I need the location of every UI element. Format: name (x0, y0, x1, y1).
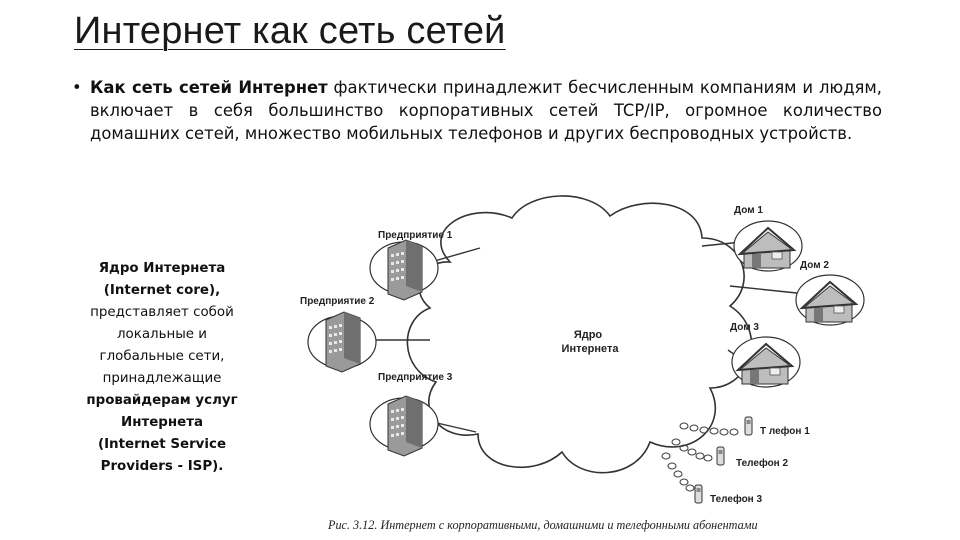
note-line: локальные и (116, 327, 208, 342)
signal-phone-2 (671, 438, 713, 462)
note-line: глобальные сети, (99, 349, 225, 364)
bullet-text: фактически принадлежит бесчисленным комп… (90, 78, 882, 143)
slide-title: Интернет как сеть сетей (74, 10, 506, 52)
home-2-label: Дом 2 (800, 260, 829, 271)
enterprise-1-node (369, 239, 439, 301)
enterprise-2-node (307, 311, 377, 373)
phone-2-label: Телефон 2 (736, 457, 788, 469)
home-1-label: Дом 1 (734, 205, 763, 216)
wireless-signals (661, 422, 739, 492)
home-2-node (795, 274, 865, 326)
internet-core-cloud (406, 195, 753, 474)
home-3-node (731, 336, 801, 388)
note-line: представляет собой (90, 305, 234, 320)
home-1-node (733, 220, 803, 272)
note-line: (Internet Service (97, 437, 227, 452)
core-label: Интернета (562, 343, 620, 355)
enterprise-1-label: Предприятие 1 (378, 230, 453, 241)
core-label: Ядро (574, 329, 603, 341)
note-line: Ядро Интернета (98, 261, 226, 276)
bullet-paragraph: • Как сеть сетей Интернет фактически при… (72, 76, 882, 145)
enterprise-3-node (369, 395, 439, 457)
home-3-label: Дом 3 (730, 322, 759, 333)
phone-1-label: Т лефон 1 (760, 425, 810, 437)
bullet-lead: Как сеть сетей Интернет (90, 78, 328, 97)
network-diagram: Ядро Интернета Предприятие 1 Предприятие… (300, 195, 865, 505)
note-line: принадлежащие (102, 371, 222, 386)
phone-3-label: Телефон 3 (710, 493, 762, 505)
note-line: Providers - ISP). (100, 459, 224, 474)
signal-phone-3 (661, 452, 695, 492)
phone-3-icon (694, 484, 703, 504)
enterprise-3-label: Предприятие 3 (378, 372, 453, 383)
phone-2-icon (716, 446, 725, 466)
note-line: (Internet core), (103, 283, 221, 298)
note-line: Интернета (120, 415, 204, 430)
phone-1-icon (744, 416, 753, 436)
enterprise-2-label: Предприятие 2 (300, 296, 375, 307)
figure-caption: Рис. 3.12. Интернет с корпоративными, до… (328, 518, 758, 532)
note-line: провайдерам услуг (86, 393, 238, 408)
bullet-marker: • (72, 78, 82, 97)
internet-core-note: Ядро Интернета (Internet core), представ… (74, 258, 250, 478)
signal-phone-1 (679, 422, 739, 436)
